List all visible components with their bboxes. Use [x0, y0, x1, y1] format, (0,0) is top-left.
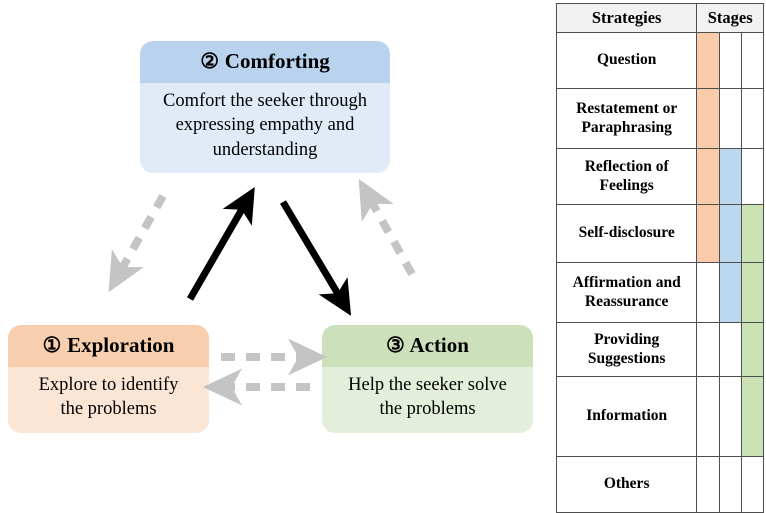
strategy-name-cell: Self-disclosure	[555, 204, 698, 263]
stage-desc-line: expressing empathy and	[175, 115, 355, 136]
stage-marker-exploration: ①	[42, 333, 62, 357]
arrow-comforting-to-exploration	[108, 194, 167, 293]
stage-marker-cell-action	[740, 204, 765, 263]
stage-marker-cell-exploration	[696, 88, 720, 149]
stage-marker-cell-exploration	[696, 456, 720, 513]
strategy-line: Affirmation and	[572, 273, 681, 291]
arrow-comforting-to-action	[279, 200, 352, 316]
strategy-line: Information	[586, 407, 668, 425]
stage-marker-cell-exploration	[696, 322, 720, 377]
stage-title-exploration: Exploration	[67, 333, 175, 357]
strategy-line: Paraphrasing	[581, 118, 672, 136]
stage-diagram: ② Comforting Comfort the seeker through …	[8, 41, 533, 433]
stage-header-comforting: ② Comforting	[140, 41, 390, 83]
stage-marker-cell-exploration	[696, 32, 720, 89]
stage-marker-cell-comforting	[718, 88, 742, 149]
stage-desc-line: the problems	[379, 399, 476, 420]
arrow-action-to-comforting	[358, 178, 416, 276]
stage-marker-cell-action	[740, 456, 765, 513]
stage-header-action: ③ Action	[322, 325, 533, 367]
stage-marker-cell-exploration	[696, 262, 720, 323]
strategy-line: Reflection of	[584, 157, 669, 175]
column-header-stages: Stages	[696, 3, 764, 33]
stage-box-comforting[interactable]: ② Comforting Comfort the seeker through …	[140, 41, 390, 174]
stage-marker-cell-comforting	[718, 148, 742, 205]
strategy-line: Question	[596, 51, 657, 69]
strategy-line: Feelings	[599, 176, 654, 194]
table-row: Information	[555, 376, 765, 457]
strategy-line: Self-disclosure	[578, 224, 675, 242]
stage-desc-line: Explore to identify	[38, 374, 179, 395]
stage-marker-action: ③	[386, 333, 406, 357]
stage-box-exploration[interactable]: ① Exploration Explore to identify the pr…	[8, 325, 209, 433]
strategy-line: Suggestions	[587, 349, 666, 367]
stage-marker-comforting: ②	[200, 49, 220, 73]
stage-marker-cell-exploration	[696, 376, 720, 457]
stage-title-action: Action	[409, 333, 469, 357]
stage-description-exploration: Explore to identify the problems	[8, 366, 209, 433]
strategy-line: Restatement or	[576, 99, 678, 117]
strategy-line: Reassurance	[584, 292, 669, 310]
stage-title-comforting: Comforting	[224, 49, 330, 73]
strategy-line: Others	[603, 475, 650, 493]
table-row: Self-disclosure	[555, 204, 765, 263]
stage-marker-cell-action	[740, 32, 765, 89]
stage-description-action: Help the seeker solve the problems	[322, 366, 533, 433]
stage-marker-cell-comforting	[718, 456, 742, 513]
table-row: Question	[555, 32, 765, 89]
stage-marker-cell-action	[740, 322, 765, 377]
stage-marker-cell-comforting	[718, 376, 742, 457]
column-header-strategies: Strategies	[555, 3, 698, 33]
stage-marker-cell-action	[740, 376, 765, 457]
strategy-line: Providing	[594, 330, 660, 348]
table-header-row: Strategies Stages	[555, 3, 764, 33]
stage-desc-line: understanding	[212, 139, 318, 160]
stage-header-exploration: ① Exploration	[8, 325, 209, 367]
stage-marker-cell-comforting	[718, 322, 742, 377]
stage-marker-cell-action	[740, 262, 765, 323]
strategy-name-cell: Information	[555, 376, 698, 457]
stage-marker-cell-action	[740, 88, 765, 149]
stage-marker-cell-comforting	[718, 262, 742, 323]
stage-marker-cell-comforting	[718, 32, 742, 89]
stage-marker-cell-action	[740, 148, 765, 205]
stage-box-action[interactable]: ③ Action Help the seeker solve the probl…	[322, 325, 533, 433]
strategy-name-cell: Others	[555, 456, 698, 513]
arrow-exploration-to-comforting	[186, 187, 255, 301]
stage-desc-line: the problems	[60, 399, 157, 420]
strategy-name-cell: Question	[555, 32, 698, 89]
stage-desc-line: Help the seeker solve	[348, 374, 507, 395]
stage-description-comforting: Comfort the seeker through expressing em…	[140, 82, 390, 174]
table-row: Others	[555, 456, 765, 513]
stage-marker-cell-exploration	[696, 204, 720, 263]
stage-marker-cell-exploration	[696, 148, 720, 205]
stage-desc-line: Comfort the seeker through	[163, 90, 367, 111]
stage-marker-cell-comforting	[718, 204, 742, 263]
